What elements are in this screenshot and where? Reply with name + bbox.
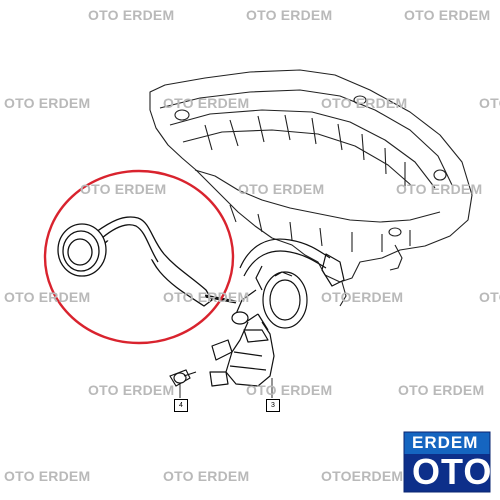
callout-label: 3 (266, 399, 280, 412)
watermark-text: OTO ERDEM (163, 95, 250, 111)
logo-shape (403, 431, 491, 493)
watermark-text: OTO (479, 95, 500, 111)
watermark-text: OTO ERDEM (4, 468, 91, 484)
watermark-text: OTO ERDEM (4, 95, 91, 111)
brand-logo: ERDEM OTO (400, 430, 494, 494)
watermark-text: OTO ERDEM (404, 7, 491, 23)
watermark-text: OTO (479, 289, 500, 305)
watermark-text: OTO ERDEM (88, 7, 175, 23)
watermark-text: OTO ERDEM (80, 181, 167, 197)
logo-top-word: ERDEM (412, 433, 479, 452)
watermark-text: OTO ERDEM (163, 289, 250, 305)
engine-manifold-outline (149, 69, 473, 307)
watermark-text: OTO ERDEM (88, 382, 175, 398)
watermark-text: OTO ERDEM (246, 7, 333, 23)
watermark-text: OTO ERDEM (396, 181, 483, 197)
callout-leaders (179, 378, 273, 398)
watermark-text: OTO ERDEM (238, 181, 325, 197)
watermark-text: OTO ERDEM (246, 382, 333, 398)
logo-bottom-word: OTO (412, 451, 493, 492)
pcv-valve-assembly (209, 265, 308, 387)
watermark-text: OTO ERDEM (321, 95, 408, 111)
watermark-text: OTO ERDEM (4, 289, 91, 305)
watermark-text: OTO ERDEM (163, 468, 250, 484)
highlight-circle (43, 169, 235, 345)
watermark-text: OTOERDEM (321, 468, 404, 484)
callout-label: 4 (174, 399, 188, 412)
bolt-part (169, 369, 197, 387)
watermark-text: OTOERDEM (321, 289, 404, 305)
watermark-text: OTO ERDEM (398, 382, 485, 398)
upper-hose-outline (239, 238, 345, 287)
